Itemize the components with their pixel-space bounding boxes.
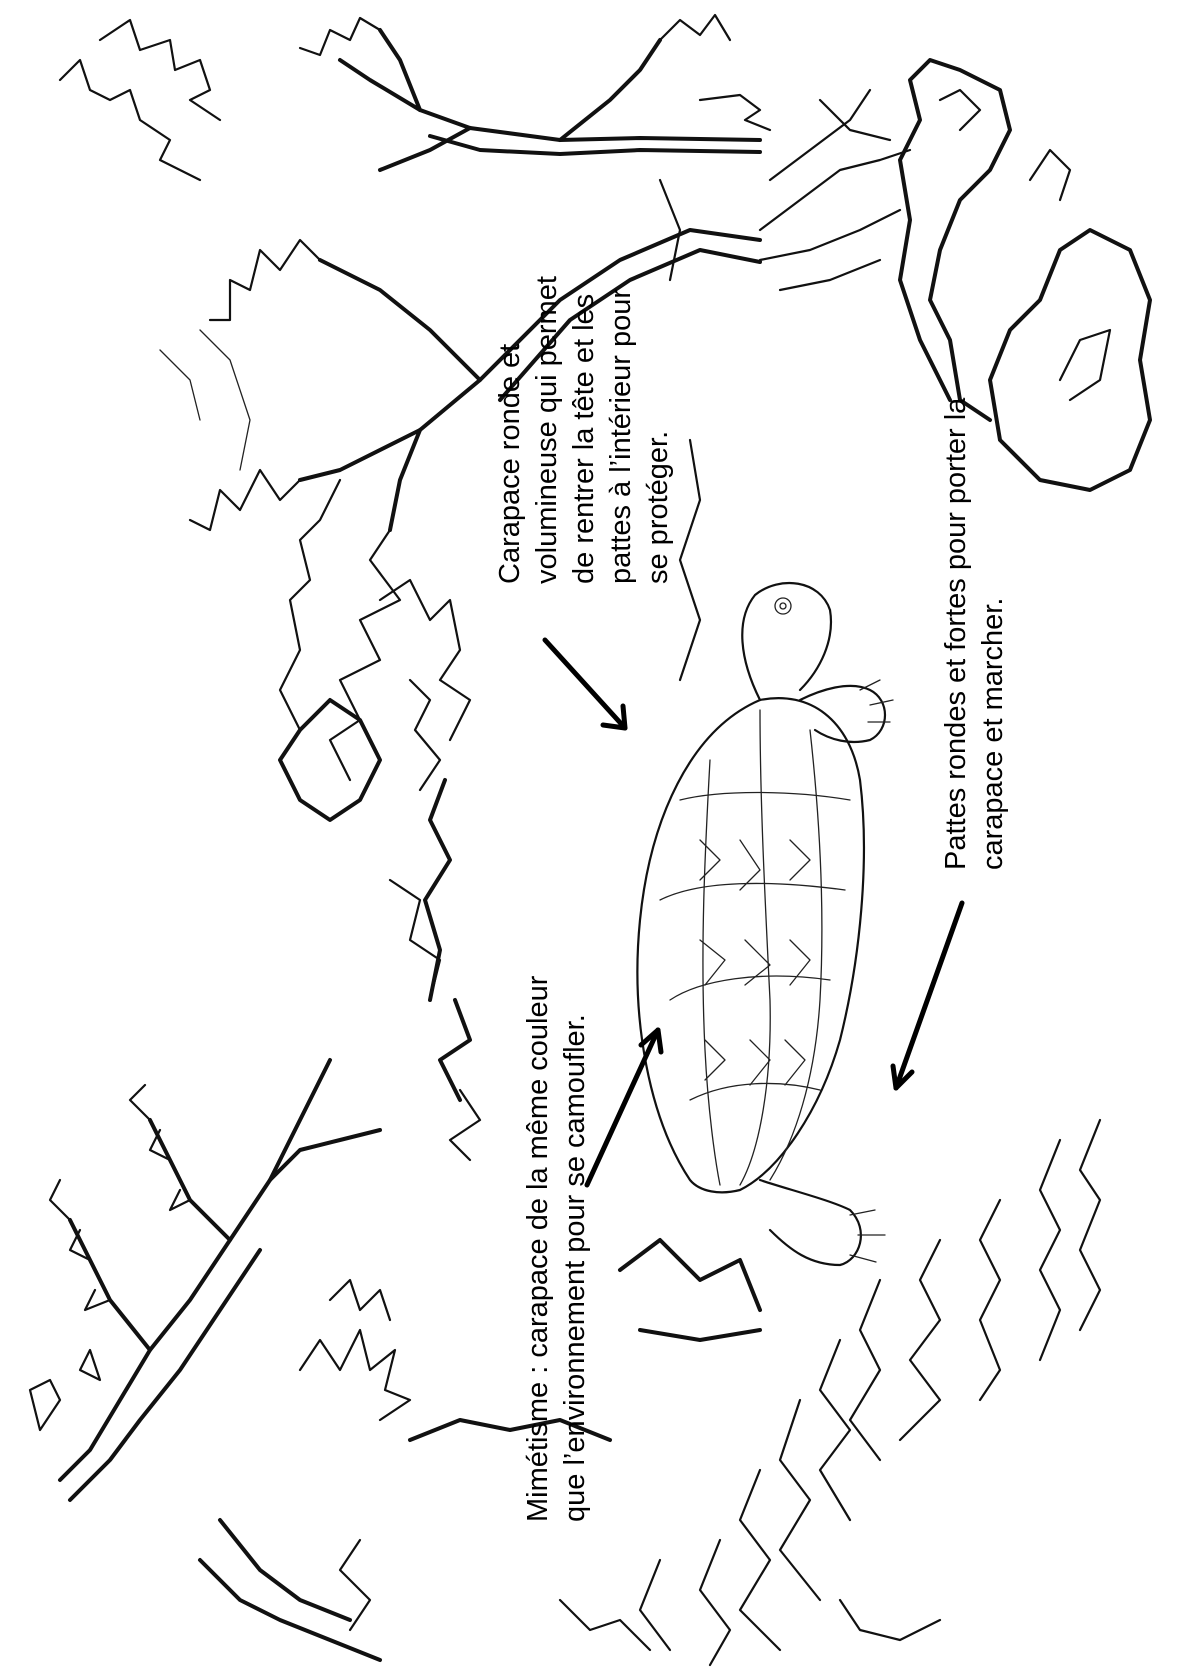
arrows — [545, 640, 962, 1185]
annotation-mimetisme: Mimétisme : carapace de la même couleur … — [522, 975, 591, 1522]
annotation-mimetisme-line-2: que l’environnement pour se camoufler. — [559, 1014, 591, 1522]
annotation-pattes-line-1: Pattes rondes et fortes pour porter la — [940, 397, 972, 870]
annotation-pattes: Pattes rondes et fortes pour porter la c… — [940, 397, 1009, 870]
tortoise-scutes — [660, 710, 850, 1185]
tortoise — [637, 583, 893, 1265]
annotation-carapace-line-4: pattes à l’intérieur pour — [605, 289, 637, 584]
tree-bottom-left — [200, 1520, 650, 1660]
annotation-carapace-line-5: se protéger. — [642, 431, 674, 584]
annotation-carapace-line-1: Carapace ronde et — [494, 344, 526, 584]
annotation-carapace: Carapace ronde et volumineuse qui permet… — [494, 276, 674, 584]
branch-left — [30, 1060, 380, 1500]
annotation-pattes-line-2: carapace et marcher. — [977, 598, 1009, 870]
tortoise-back-leg — [760, 1180, 861, 1265]
annotation-mimetisme-line-1: Mimétisme : carapace de la même couleur — [522, 975, 554, 1522]
arrow-carapace — [545, 640, 625, 728]
tortoise-head — [742, 583, 831, 700]
tree-right-upper — [60, 15, 770, 180]
grass-right — [760, 90, 910, 290]
rocks-right — [900, 60, 1150, 490]
arrow-pattes — [893, 903, 962, 1088]
grass-bottom — [640, 1120, 1100, 1665]
arrow-mimetisme — [587, 1030, 661, 1185]
annotation-carapace-line-3: de rentrer la tête et les — [568, 294, 600, 584]
tortoise-eye — [775, 598, 791, 614]
annotation-carapace-line-2: volumineuse qui permet — [531, 276, 563, 584]
